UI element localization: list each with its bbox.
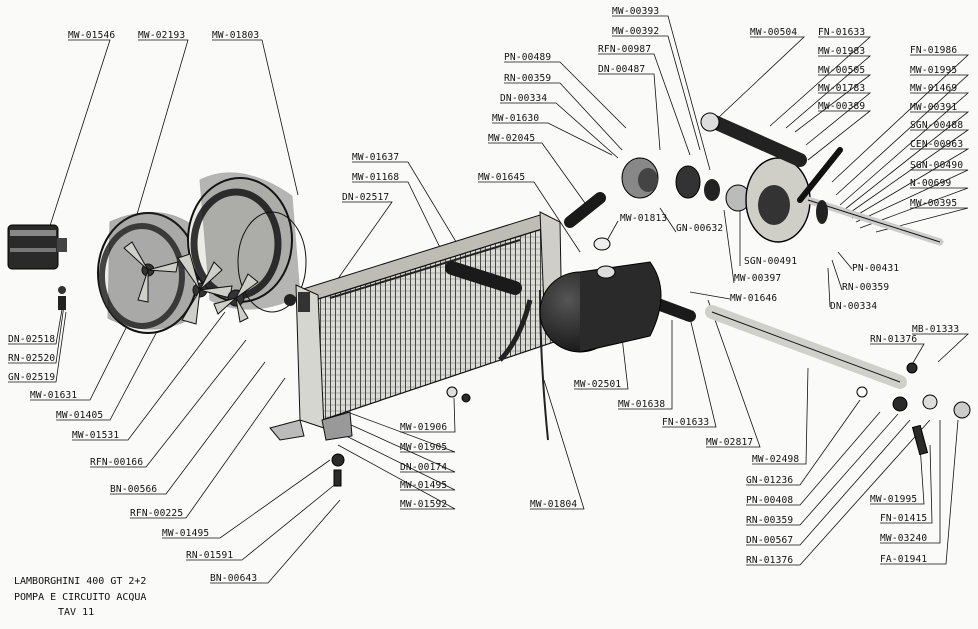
label-mw-01495-a: MW-01495 (162, 528, 210, 539)
label-sgn-00491: SGN-00491 (744, 256, 798, 267)
label-mw-00391: MW-00391 (910, 102, 958, 113)
label-mw-02498: MW-02498 (752, 454, 800, 465)
label-sgn-00490: SGN-00490 (910, 160, 964, 171)
label-pn-00431: PN-00431 (852, 263, 900, 274)
label-mw-01906: MW-01906 (400, 422, 448, 433)
label-mw-01168: MW-01168 (352, 172, 400, 183)
label-mw-01803: MW-01803 (212, 30, 260, 41)
label-mw-01804: MW-01804 (530, 499, 578, 510)
label-fa-01941: FA-01941 (880, 554, 928, 565)
label-mw-01905: MW-01905 (400, 442, 448, 453)
label-gn-00632: GN-00632 (676, 223, 724, 234)
label-mw-01531: MW-01531 (72, 430, 120, 441)
label-rn-00359-c: RN-00359 (746, 515, 794, 526)
fan-motor-drawing (7, 224, 67, 310)
label-rn-00359-b: RN-00359 (842, 282, 890, 293)
label-rfn-00987: RFN-00987 (598, 44, 652, 55)
label-rfn-00166: RFN-00166 (90, 457, 144, 468)
label-dn-00487: DN-00487 (598, 64, 646, 75)
label-mw-00389: MW-00389 (818, 101, 866, 112)
label-mw-01405: MW-01405 (56, 410, 104, 421)
label-dn-02518: DN-02518 (8, 334, 56, 345)
label-mw-01469: MW-01469 (910, 83, 958, 94)
leader-lines (8, 15, 970, 584)
label-dn-02517: DN-02517 (342, 192, 390, 203)
label-rn-00359-a: RN-00359 (504, 73, 552, 84)
label-sgn-00488: SGN-00488 (910, 120, 964, 131)
label-dn-00567: DN-00567 (746, 535, 794, 546)
label-dn-00334-b: DN-00334 (830, 301, 878, 312)
label-mw-01592: MW-01592 (400, 499, 448, 510)
label-pn-00408: PN-00408 (746, 495, 794, 506)
label-fn-01415: FN-01415 (880, 513, 928, 524)
expansion-tank-drawing (539, 237, 662, 353)
label-mw-01645: MW-01645 (478, 172, 526, 183)
fan-blades-drawing (123, 241, 259, 325)
label-n-00699: N-00699 (910, 178, 952, 189)
drawing-title-line1: LAMBORGHINI 400 GT 2+2 (14, 576, 147, 587)
label-rfn-00225: RFN-00225 (130, 508, 184, 519)
label-mb-01333: MB-01333 (912, 324, 960, 335)
label-mw-01546: MW-01546 (68, 30, 116, 41)
label-mw-02193: MW-02193 (138, 30, 186, 41)
label-dn-00334-a: DN-00334 (500, 93, 548, 104)
label-mw-03240: MW-03240 (880, 533, 928, 544)
fittings-drawing (331, 362, 971, 487)
label-dn-00174: DN-00174 (400, 462, 448, 473)
label-mw-00504: MW-00504 (750, 27, 798, 38)
label-mw-01646: MW-01646 (730, 293, 778, 304)
label-mw-01630: MW-01630 (492, 113, 540, 124)
label-mw-00395: MW-00395 (910, 198, 958, 209)
label-gn-01236: GN-01236 (746, 475, 794, 486)
label-bn-00566: BN-00566 (110, 484, 158, 495)
label-mw-02817: MW-02817 (706, 437, 754, 448)
label-mw-01983: MW-01983 (818, 46, 866, 57)
label-mw-01995-a: MW-01995 (910, 65, 958, 76)
label-fn-01986: FN-01986 (910, 45, 958, 56)
label-mw-01638: MW-01638 (618, 399, 666, 410)
drawing-title-line2: POMPA E CIRCUITO ACQUA (14, 592, 147, 603)
water-pump-drawing (621, 112, 944, 246)
label-mw-01637: MW-01637 (352, 152, 400, 163)
label-mw-00505: MW-00505 (818, 65, 866, 76)
label-mw-02501: MW-02501 (574, 379, 622, 390)
label-mw-01631: MW-01631 (30, 390, 78, 401)
label-mw-02045: MW-02045 (488, 133, 536, 144)
label-fn-01633-a: FN-01633 (818, 27, 866, 38)
label-mw-01813: MW-01813 (620, 213, 668, 224)
label-mw-00397: MW-00397 (734, 273, 782, 284)
label-mw-01783: MW-01783 (818, 83, 866, 94)
label-rn-01376-a: RN-01376 (870, 334, 918, 345)
label-rn-01376-b: RN-01376 (746, 555, 794, 566)
label-gn-02519: GN-02519 (8, 372, 56, 383)
label-mw-00392: MW-00392 (612, 26, 660, 37)
label-pn-00489: PN-00489 (504, 52, 552, 63)
label-bn-00643: BN-00643 (210, 573, 258, 584)
label-rn-02520: RN-02520 (8, 353, 56, 364)
radiator-drawing (269, 211, 563, 441)
label-fn-01633-b: FN-01633 (662, 417, 710, 428)
drawing-title-line3: TAV 11 (58, 607, 95, 618)
label-mw-00393: MW-00393 (612, 6, 660, 17)
label-mw-01995-b: MW-01995 (870, 494, 918, 505)
label-cen-00963: CEN-00963 (910, 139, 964, 150)
label-mw-01495-b: MW-01495 (400, 480, 448, 491)
label-rn-01591: RN-01591 (186, 550, 234, 561)
